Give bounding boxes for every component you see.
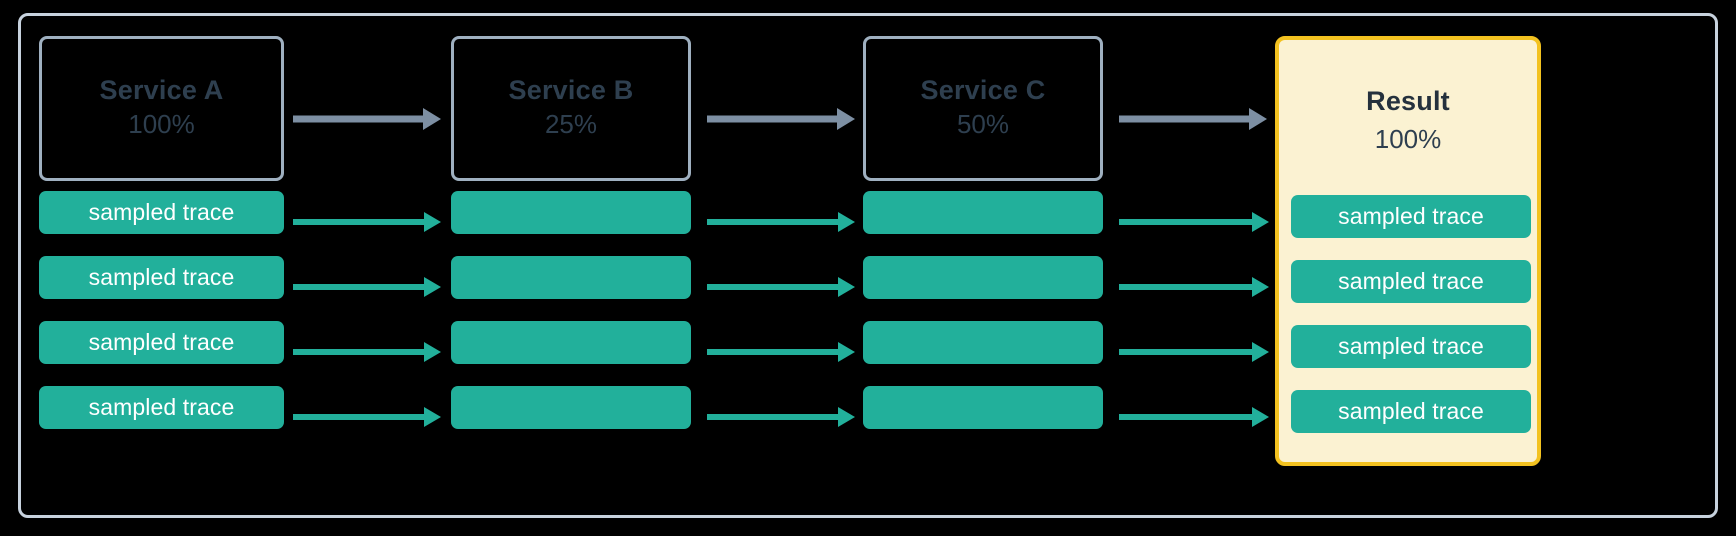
arrow-head [837, 108, 855, 130]
arrow-head [838, 407, 855, 427]
service-box-b[interactable]: Service B 25% [451, 36, 691, 181]
arrow-shaft [707, 414, 838, 420]
service-c-name: Service C [920, 75, 1046, 106]
arrow-head [424, 277, 441, 297]
trace-bar-result-1[interactable]: sampled trace [1291, 195, 1531, 238]
service-b-name: Service B [508, 75, 634, 106]
trace-arrow-row3-a-to-b [293, 342, 441, 362]
arrow-head [424, 407, 441, 427]
header-arrow-b-to-c [707, 108, 855, 130]
service-a-percent: 100% [128, 109, 195, 140]
arrow-shaft [707, 219, 838, 225]
trace-arrow-row2-b-to-c [707, 277, 855, 297]
arrow-head [1252, 277, 1269, 297]
trace-bar-b-2[interactable] [451, 256, 691, 299]
arrow-shaft [1119, 414, 1252, 420]
trace-bar-a-2[interactable]: sampled trace [39, 256, 284, 299]
arrow-shaft [1119, 349, 1252, 355]
trace-arrow-row1-a-to-b [293, 212, 441, 232]
arrow-head [424, 212, 441, 232]
arrow-head [838, 212, 855, 232]
trace-bar-c-4[interactable] [863, 386, 1103, 429]
arrow-shaft [1119, 115, 1249, 123]
arrow-shaft [707, 349, 838, 355]
service-c-percent: 50% [956, 109, 1010, 140]
arrow-head [424, 342, 441, 362]
trace-bar-b-1[interactable] [451, 191, 691, 234]
header-arrow-c-to-result [1119, 108, 1267, 130]
arrow-head [423, 108, 441, 130]
arrow-shaft [707, 115, 837, 123]
trace-bar-a-4[interactable]: sampled trace [39, 386, 284, 429]
trace-arrow-row4-c-to-result [1119, 407, 1269, 427]
trace-bar-a-3[interactable]: sampled trace [39, 321, 284, 364]
arrow-shaft [293, 115, 423, 123]
arrow-shaft [293, 219, 424, 225]
trace-arrow-row1-c-to-result [1119, 212, 1269, 232]
arrow-head [1252, 342, 1269, 362]
arrow-head [1252, 407, 1269, 427]
result-panel[interactable]: Result 100% sampled trace sampled trace … [1275, 36, 1541, 466]
trace-arrow-row1-b-to-c [707, 212, 855, 232]
trace-arrow-row2-c-to-result [1119, 277, 1269, 297]
trace-bar-c-2[interactable] [863, 256, 1103, 299]
service-box-c[interactable]: Service C 50% [863, 36, 1103, 181]
trace-bar-result-3[interactable]: sampled trace [1291, 325, 1531, 368]
result-title: Result [1366, 86, 1450, 116]
trace-arrow-row4-b-to-c [707, 407, 855, 427]
trace-bar-result-2[interactable]: sampled trace [1291, 260, 1531, 303]
arrow-shaft [1119, 219, 1252, 225]
result-percent: 100% [1374, 124, 1442, 154]
arrow-head [838, 277, 855, 297]
arrow-shaft [1119, 284, 1252, 290]
trace-bar-c-1[interactable] [863, 191, 1103, 234]
header-arrow-a-to-b [293, 108, 441, 130]
trace-bar-a-1[interactable]: sampled trace [39, 191, 284, 234]
trace-arrow-row3-b-to-c [707, 342, 855, 362]
arrow-head [1249, 108, 1267, 130]
arrow-head [838, 342, 855, 362]
trace-arrow-row2-a-to-b [293, 277, 441, 297]
arrow-shaft [293, 284, 424, 290]
trace-bar-c-3[interactable] [863, 321, 1103, 364]
service-box-a[interactable]: Service A 100% [39, 36, 284, 181]
arrow-shaft [293, 414, 424, 420]
service-b-percent: 25% [544, 109, 598, 140]
trace-arrow-row4-a-to-b [293, 407, 441, 427]
trace-bar-b-4[interactable] [451, 386, 691, 429]
arrow-shaft [293, 349, 424, 355]
trace-bar-b-3[interactable] [451, 321, 691, 364]
sampling-flow-diagram: Service A 100% Service B 25% Service C 5… [18, 13, 1718, 518]
arrow-shaft [707, 284, 838, 290]
trace-arrow-row3-c-to-result [1119, 342, 1269, 362]
trace-bar-result-4[interactable]: sampled trace [1291, 390, 1531, 433]
arrow-head [1252, 212, 1269, 232]
service-a-name: Service A [99, 75, 224, 106]
